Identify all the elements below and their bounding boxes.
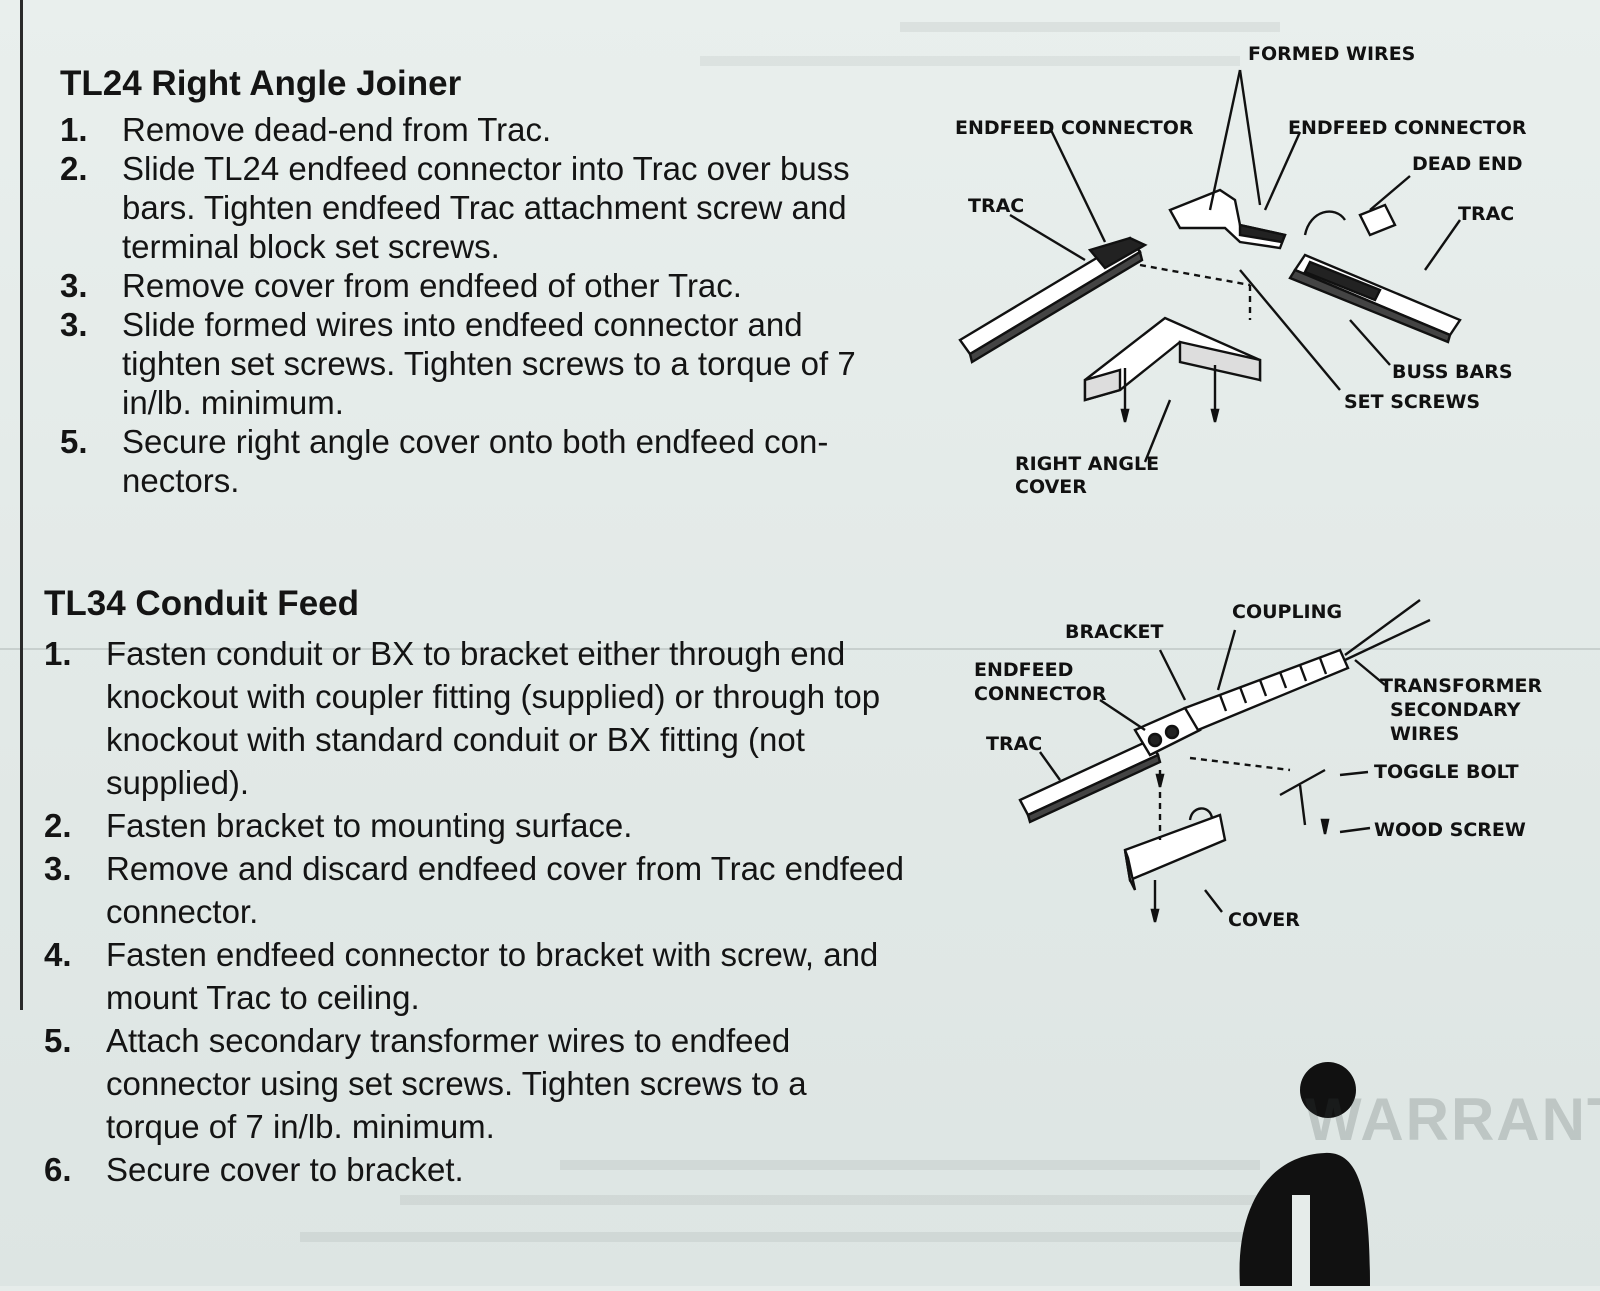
tl34-step: 3.Remove and discard endfeed cover from … bbox=[44, 850, 904, 930]
label-right-angle-cover-2: COVER bbox=[1015, 476, 1087, 498]
label-trac: TRAC bbox=[986, 733, 1042, 755]
label-coupling: COUPLING bbox=[1232, 601, 1342, 623]
tl34-section: TL34 Conduit Feed 1.Fasten conduit or BX… bbox=[44, 584, 904, 1191]
tl24-steps: 1.Remove dead-end from Trac. 2.Slide TL2… bbox=[60, 110, 890, 500]
label-trac-right: TRAC bbox=[1458, 203, 1514, 225]
label-endfeed-1: ENDFEED bbox=[974, 659, 1073, 681]
tl34-diagram-svg: BRACKET COUPLING ENDFEED CONNECTOR TRAC … bbox=[974, 599, 1543, 931]
tl34-step: 6.Secure cover to bracket. bbox=[44, 1151, 464, 1188]
label-toggle-bolt: TOGGLE BOLT bbox=[1374, 761, 1519, 783]
label-transformer-3: WIRES bbox=[1390, 723, 1459, 745]
label-endfeed-connector-left: ENDFEED CONNECTOR bbox=[955, 117, 1194, 139]
label-wood-screw: WOOD SCREW bbox=[1374, 819, 1526, 841]
tl24-step: 3.Remove cover from endfeed of other Tra… bbox=[60, 267, 742, 304]
tl24-step: 2.Slide TL24 endfeed connector into Trac… bbox=[60, 150, 850, 265]
label-endfeed-2: CONNECTOR bbox=[974, 683, 1107, 705]
label-bracket: BRACKET bbox=[1065, 621, 1163, 643]
bleedthrough-warranty: WARRANTY bbox=[1305, 1086, 1600, 1153]
tl34-title: TL34 Conduit Feed bbox=[44, 584, 359, 623]
tl34-steps: 1.Fasten conduit or BX to bracket either… bbox=[44, 632, 904, 1191]
brand-logo bbox=[1230, 1055, 1370, 1286]
tl34-step: 4.Fasten endfeed connector to bracket wi… bbox=[44, 936, 879, 1016]
left-margin-rule bbox=[20, 0, 23, 1010]
tl24-step: 5.Secure right angle cover onto both end… bbox=[60, 423, 829, 499]
tl34-step: 5.Attach secondary transformer wires to … bbox=[44, 1022, 807, 1145]
tl24-title: TL24 Right Angle Joiner bbox=[60, 64, 462, 103]
tl24-section: TL24 Right Angle Joiner 1.Remove dead-en… bbox=[60, 64, 890, 500]
tl24-diagram-svg: FORMED WIRES ENDFEED CONNECTOR ENDFEED C… bbox=[955, 43, 1527, 498]
label-endfeed-connector-right: ENDFEED CONNECTOR bbox=[1288, 117, 1527, 139]
label-trac-left: TRAC bbox=[968, 195, 1024, 217]
tl24-step: 1.Remove dead-end from Trac. bbox=[60, 111, 552, 148]
label-transformer-1: TRANSFORMER bbox=[1380, 675, 1543, 697]
label-set-screws: SET SCREWS bbox=[1344, 391, 1480, 413]
paper-fold-line bbox=[0, 648, 1600, 650]
tl34-diagram: BRACKET COUPLING ENDFEED CONNECTOR TRAC … bbox=[960, 590, 1580, 950]
tl34-step: 1.Fasten conduit or BX to bracket either… bbox=[44, 635, 881, 801]
tl24-diagram: FORMED WIRES ENDFEED CONNECTOR ENDFEED C… bbox=[940, 30, 1560, 510]
label-transformer-2: SECONDARY bbox=[1390, 699, 1521, 721]
label-cover: COVER bbox=[1228, 909, 1300, 931]
tl34-step: 2.Fasten bracket to mounting surface. bbox=[44, 807, 633, 844]
label-dead-end: DEAD END bbox=[1412, 153, 1523, 175]
tl24-step: 3.Slide formed wires into endfeed connec… bbox=[60, 306, 856, 421]
label-formed-wires: FORMED WIRES bbox=[1248, 43, 1415, 65]
label-buss-bars: BUSS BARS bbox=[1392, 361, 1513, 383]
label-right-angle-cover-1: RIGHT ANGLE bbox=[1015, 453, 1159, 475]
